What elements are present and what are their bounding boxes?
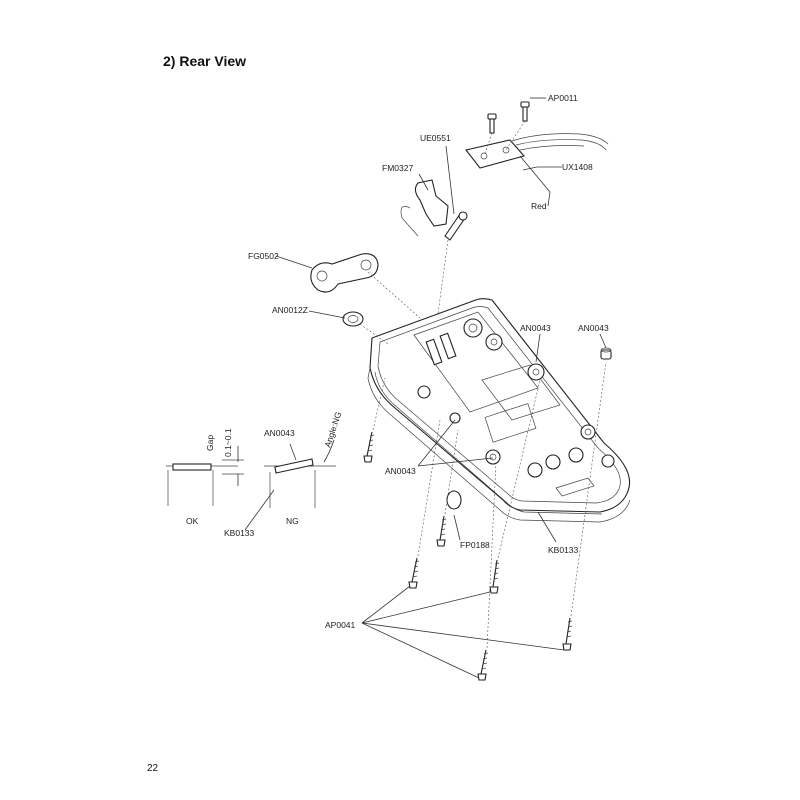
screw-ap0011-right [520,101,530,122]
ok-label: OK [186,516,199,526]
callout-fm0327: FM0327 [382,163,413,173]
screw-ap0011-left [487,113,497,134]
fit-detail: Gap 0.1~0.1 Angle:NG AN0043 OK NG KB0133 [166,410,343,538]
assembly-guides [359,120,607,649]
callout-ux1408: UX1408 [562,162,593,172]
callout-kb0133-main: KB0133 [548,545,579,555]
flat-cable-bracket [465,133,609,169]
foot-pad [446,490,462,510]
screw-ap0041-1 [363,431,375,463]
callout-ue0551: UE0551 [420,133,451,143]
screw-ap0041-3 [408,557,420,589]
callout-kb0133-detail: KB0133 [224,528,255,538]
page-title: 2) Rear View [163,53,247,69]
gap-label: Gap [205,435,215,451]
callout-ap0011: AP0011 [548,93,578,103]
callout-an0043-detail: AN0043 [264,428,295,438]
gasket [374,371,603,515]
callout-an0012z: AN0012Z [272,305,308,315]
screw-ap0041-4 [489,559,500,594]
link-bracket [310,253,379,293]
pin [444,211,468,241]
page-number: 22 [147,763,159,774]
angle-label: Angle:NG [322,410,343,448]
callout-red: Red [531,201,547,211]
ng-label: NG [286,516,299,526]
rear-case [367,298,631,523]
callout-fp0188: FP0188 [460,540,490,550]
screw-ap0041-2 [436,515,447,547]
callout-ap0041: AP0041 [325,620,356,630]
cable-clamp [400,179,449,237]
rubber-cap [600,347,612,360]
screw-ap0041-5 [562,617,573,651]
callout-fg0502: FG0502 [248,251,279,261]
leader-lines [275,97,607,679]
gap-value: 0.1~0.1 [223,428,233,457]
o-ring [342,311,364,327]
callout-an0043-bottom: AN0043 [385,466,416,476]
screw-ap0041-6 [477,649,489,681]
callout-an0043-center: AN0043 [520,323,551,333]
callout-an0043-right: AN0043 [578,323,609,333]
